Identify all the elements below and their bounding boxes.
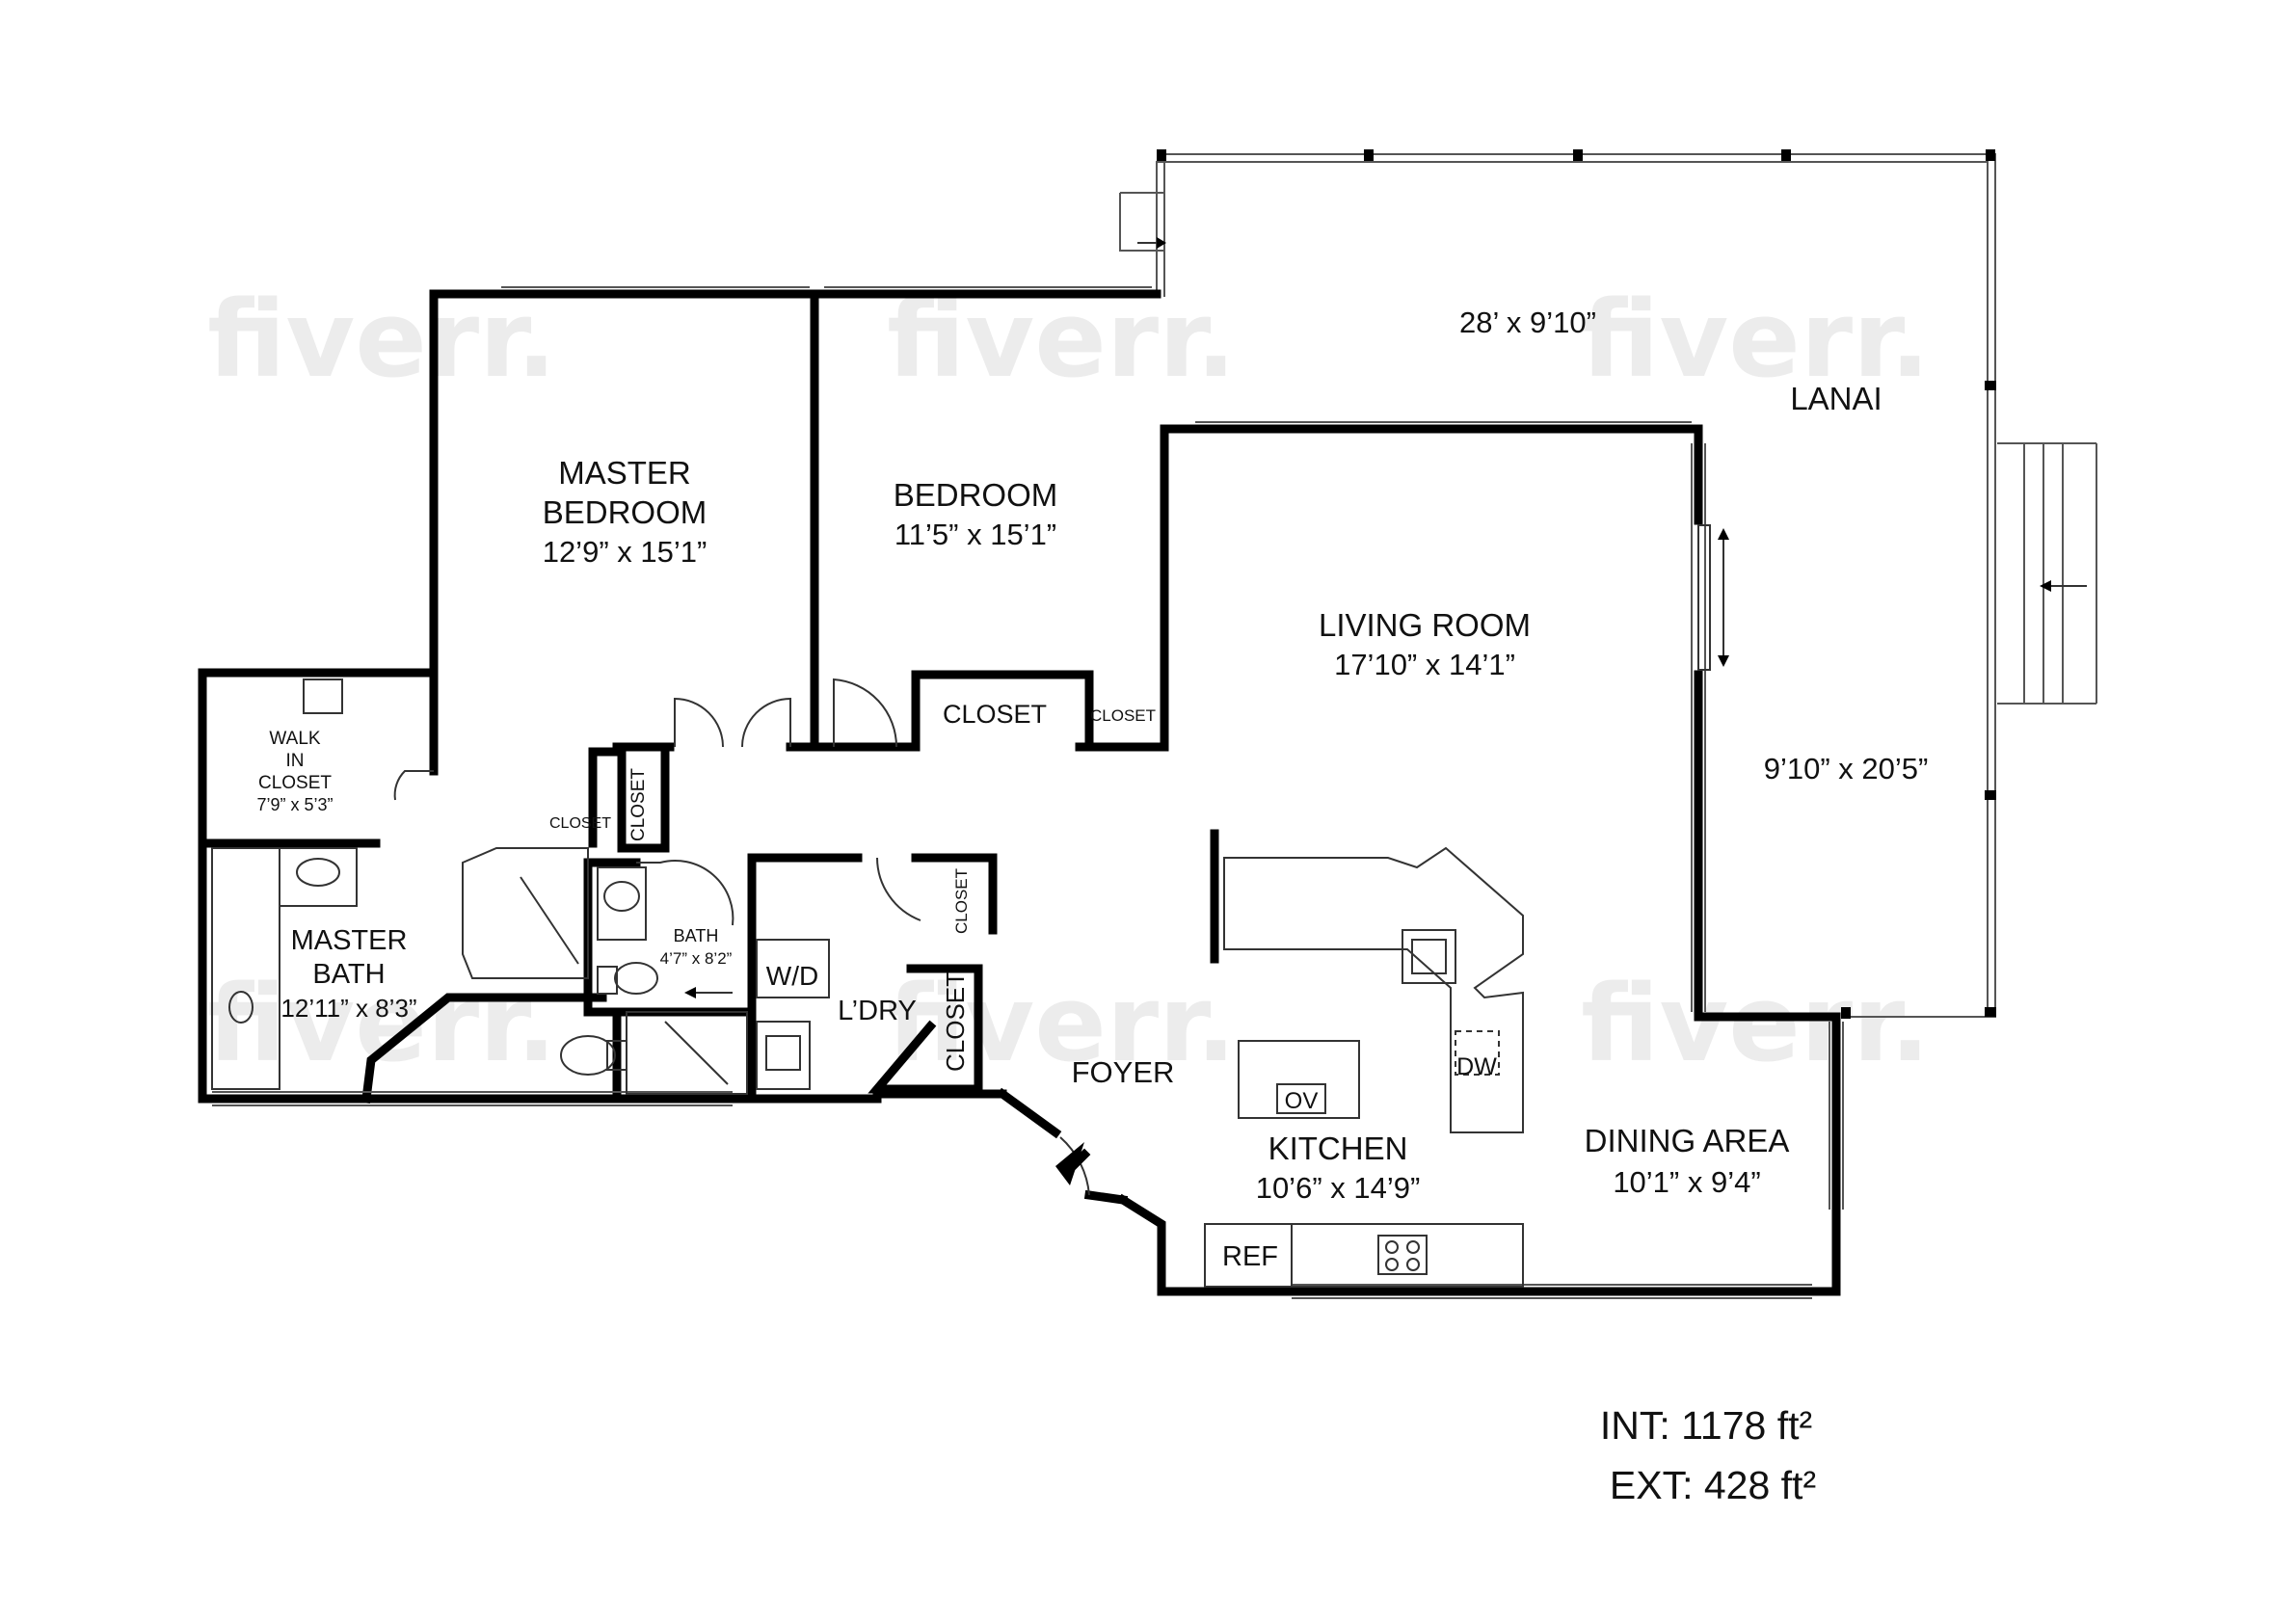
laundry-name: L’DRY bbox=[838, 996, 917, 1026]
closet-label-bedroom-large: CLOSET bbox=[943, 700, 1047, 729]
washer-dryer-label: W/D bbox=[766, 961, 818, 991]
lanai-dims: 9’10” x 20’5” bbox=[1764, 752, 1929, 785]
closet-label-laundry-lower: CLOSET bbox=[941, 971, 970, 1072]
closet-label-hall-vertical: CLOSET bbox=[628, 768, 649, 841]
master-bath-name-2: BATH bbox=[312, 959, 385, 990]
doors bbox=[393, 678, 1091, 1196]
bath-dims: 4’7” x 8’2” bbox=[660, 949, 733, 968]
watermark-6: fiverr. bbox=[1581, 962, 1930, 1085]
exterior-area: EXT: 428 ft² bbox=[1610, 1463, 1816, 1507]
fixtures bbox=[211, 678, 1524, 1288]
dining-area-dims: 10’1” x 9’4” bbox=[1613, 1165, 1760, 1199]
area-totals: INT: 1178 ft² EXT: 428 ft² bbox=[1600, 1403, 1816, 1507]
dishwasher-label: DW bbox=[1456, 1053, 1497, 1080]
foyer-name: FOYER bbox=[1072, 1055, 1175, 1089]
bedroom-name: BEDROOM bbox=[894, 477, 1058, 513]
oven-label: OV bbox=[1285, 1088, 1319, 1114]
windows bbox=[212, 286, 1844, 1299]
master-bedroom-dims: 12’9” x 15’1” bbox=[543, 535, 707, 569]
closet-label-laundry-upper: CLOSET bbox=[952, 868, 971, 934]
master-bath-name-1: MASTER bbox=[291, 925, 408, 956]
master-bath-dims: 12’11” x 8’3” bbox=[280, 994, 416, 1023]
master-bedroom-name-1: MASTER bbox=[558, 455, 691, 491]
walk-in-closet-line2: IN bbox=[286, 751, 305, 771]
closet-label-bedroom-small: CLOSET bbox=[1090, 706, 1156, 725]
closet-labels: CLOSET CLOSET CLOSET CLOSET CLOSET CLOSE… bbox=[549, 700, 1156, 1072]
room-labels: 28’ x 9’10” LANAI 9’10” x 20’5” MASTER B… bbox=[256, 306, 1928, 1272]
living-room-dims: 17’10” x 14’1” bbox=[1334, 648, 1515, 681]
walls bbox=[198, 289, 1841, 1296]
walk-in-closet-line1: WALK bbox=[269, 729, 320, 749]
dining-area-name: DINING AREA bbox=[1585, 1123, 1790, 1158]
walk-in-closet-line3: CLOSET bbox=[258, 773, 332, 793]
kitchen-dims: 10’6” x 14’9” bbox=[1256, 1171, 1421, 1205]
kitchen-name: KITCHEN bbox=[1268, 1131, 1408, 1166]
interior-area: INT: 1178 ft² bbox=[1600, 1403, 1812, 1448]
lanai-name: LANAI bbox=[1790, 381, 1882, 416]
watermark-4: fiverr. bbox=[207, 962, 556, 1085]
fridge-label: REF bbox=[1222, 1241, 1278, 1272]
living-room-name: LIVING ROOM bbox=[1319, 607, 1531, 643]
watermark-3: fiverr. bbox=[1581, 278, 1930, 401]
watermarks: fiverr. fiverr. fiverr. fiverr. fiverr. … bbox=[207, 278, 1930, 1085]
bedroom-dims: 11’5” x 15’1” bbox=[894, 518, 1056, 551]
closet-label-hall-diag: CLOSET bbox=[549, 815, 611, 832]
watermark-5: fiverr. bbox=[887, 962, 1236, 1085]
walk-in-closet-dims: 7’9” x 5’3” bbox=[256, 795, 333, 814]
bath-name: BATH bbox=[674, 926, 719, 945]
lanai-top-dims: 28’ x 9’10” bbox=[1459, 306, 1596, 339]
lanai-outline bbox=[1119, 149, 2097, 1019]
master-bedroom-name-2: BEDROOM bbox=[543, 494, 707, 530]
